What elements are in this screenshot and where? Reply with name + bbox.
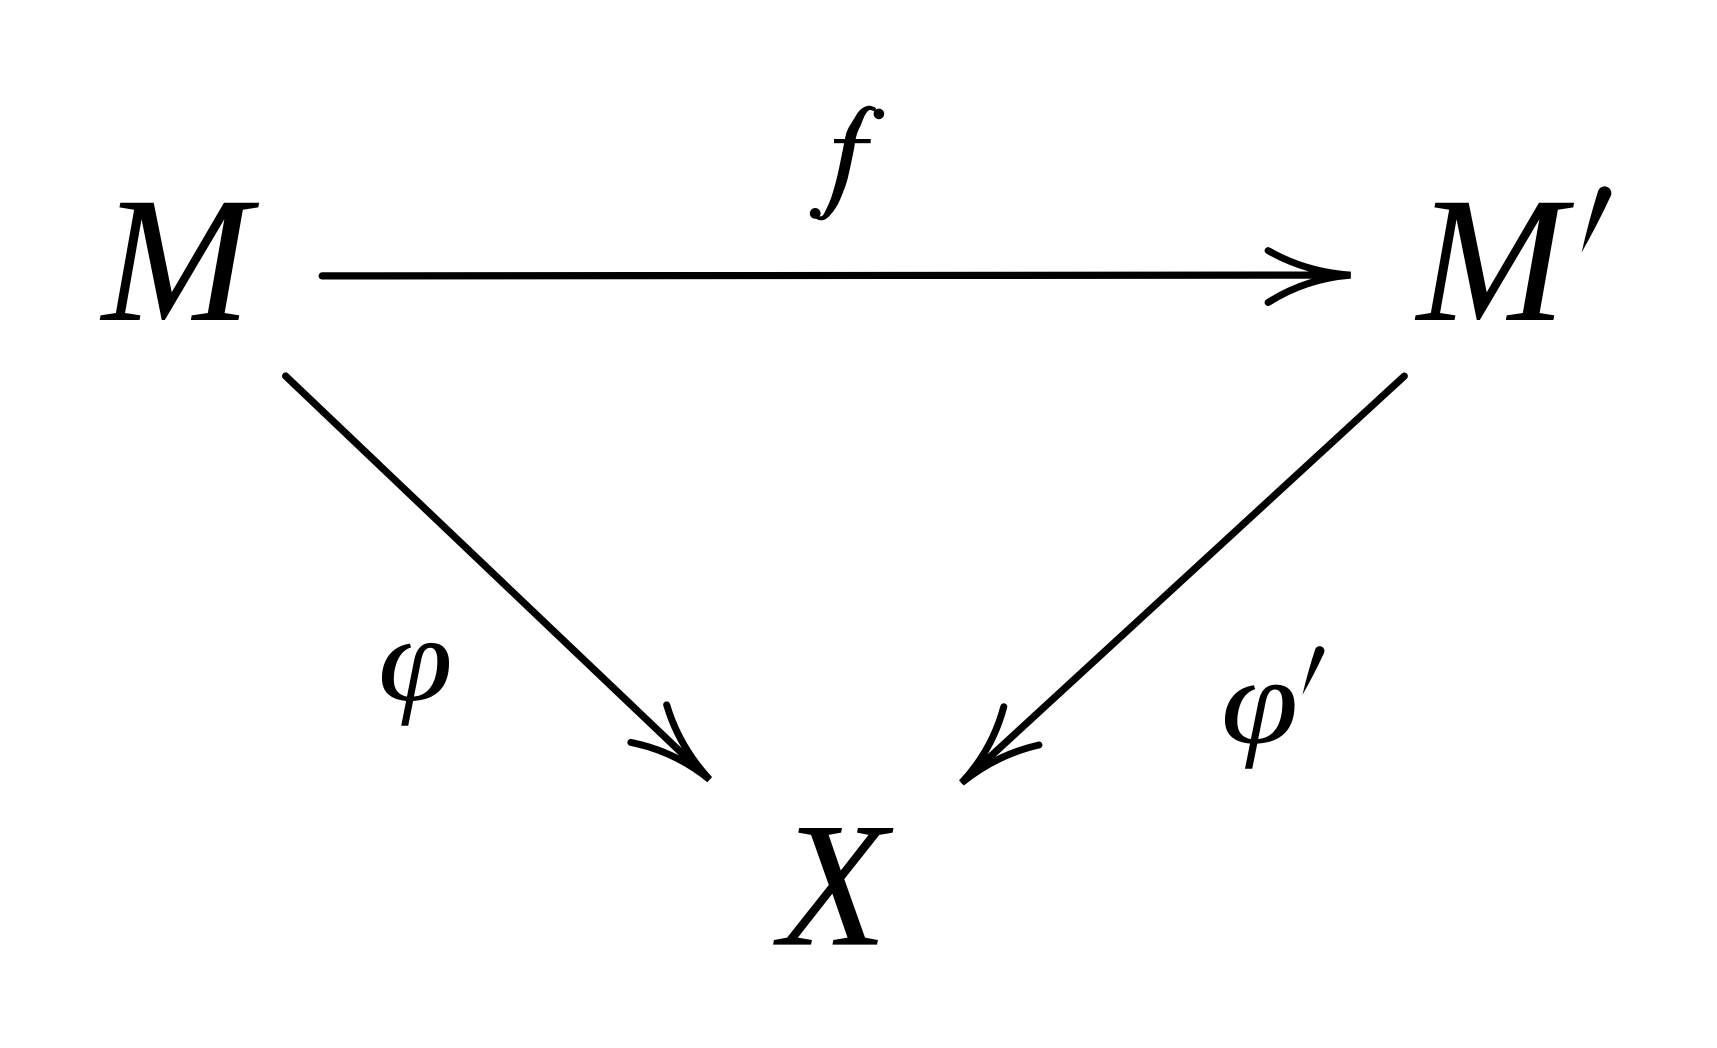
svg-text:X: X (773, 786, 894, 984)
svg-text:M: M (1414, 160, 1575, 359)
svg-text:φ: φ (1221, 633, 1299, 770)
svg-text:M: M (99, 160, 260, 359)
svg-text:φ: φ (378, 593, 453, 727)
